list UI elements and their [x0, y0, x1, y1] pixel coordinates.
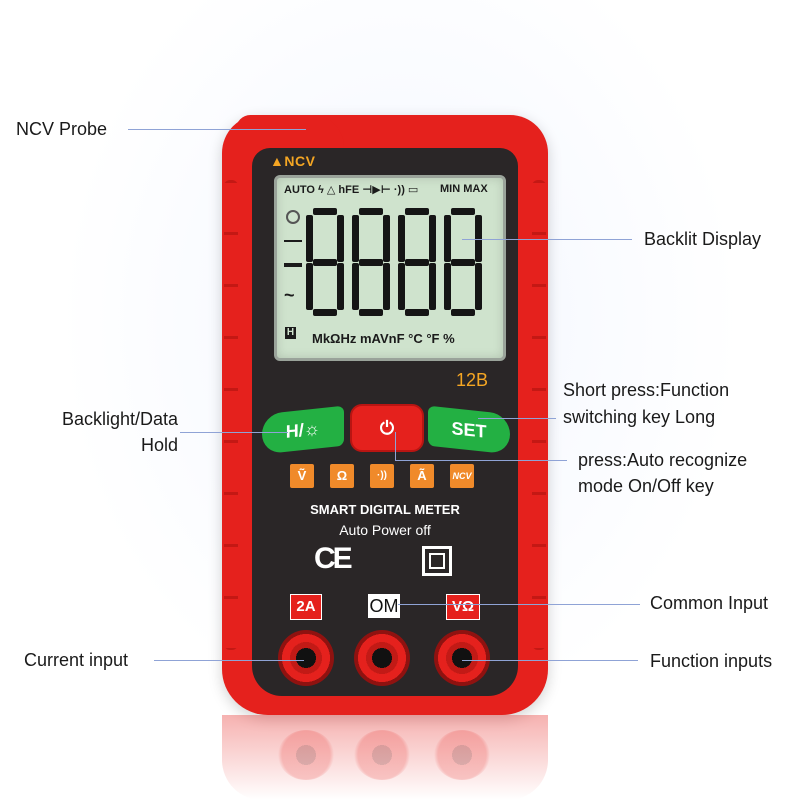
- callout-backlit-display: Backlit Display: [644, 229, 762, 249]
- callout-press-auto-line2: mode On/Off key: [578, 476, 714, 496]
- callout-backlight-line2: Hold: [140, 435, 178, 455]
- jack-label-com: OM: [368, 594, 400, 618]
- housing-grip-left: [224, 180, 238, 650]
- jack-label-vohm: VΩ: [446, 594, 480, 620]
- lcd-unit-indicators: MkΩHz mAVnF °C °F %: [312, 331, 455, 346]
- callout-line-function: [462, 660, 638, 661]
- callout-function-inputs: Function inputs: [650, 651, 773, 671]
- callout-press-auto-line1: press:Auto recognize: [578, 450, 748, 470]
- lcd-digit-segment: [359, 208, 383, 215]
- callout-backlight-line1: Backlight/Data: [61, 409, 178, 429]
- lcd-ac-icon: ~: [284, 285, 295, 305]
- callout-common-input: Common Input: [650, 593, 769, 613]
- lcd-digit-segment: [429, 263, 436, 310]
- callout-line-set: [478, 418, 556, 419]
- lcd-digit-segment: [383, 263, 390, 310]
- lcd-digit-segment: [313, 309, 337, 316]
- mode-continuity-icon: ·)): [370, 464, 394, 488]
- lcd-digit-segment: [306, 215, 313, 262]
- callout-line-power-vertical: [395, 432, 396, 460]
- lcd-digit-segment: [359, 258, 383, 266]
- meter-reflection: [222, 715, 548, 800]
- lcd-digit-segment: [475, 263, 482, 310]
- mode-current-icon: Ã: [410, 464, 434, 488]
- lcd-digit-segment: [352, 263, 359, 310]
- mode-resistance-icon: Ω: [330, 464, 354, 488]
- lcd-digit-segment: [405, 208, 429, 215]
- lcd-digit-segment: [383, 215, 390, 262]
- lcd-hold-indicator: H: [285, 327, 296, 339]
- mode-voltage-icon: Ṽ: [290, 464, 314, 488]
- lcd-digit-segment: [451, 309, 475, 316]
- lcd-display: [274, 175, 506, 361]
- lcd-digit-segment: [398, 215, 405, 262]
- lcd-digit-segment: [444, 263, 451, 310]
- current-input-jack[interactable]: [278, 630, 334, 686]
- double-insulation-inner: [429, 553, 445, 569]
- callout-line-current: [154, 660, 304, 661]
- lcd-status-icons: AUTO ϟ △ hFE ⊣▶⊢ ·)) ▭: [284, 184, 419, 196]
- lcd-digit-segment: [451, 258, 475, 266]
- callout-ncv-probe: NCV Probe: [16, 119, 108, 139]
- model-number: 12B: [456, 370, 489, 390]
- lcd-digit-segment: [405, 309, 429, 316]
- lcd-digit-segment: [352, 215, 359, 262]
- lcd-digit-segment: [313, 208, 337, 215]
- ncv-label: ▲NCV: [270, 153, 316, 169]
- lcd-digit-segment: [306, 263, 313, 310]
- callout-line-backlight: [180, 432, 288, 433]
- lcd-digit-segment: [313, 258, 337, 266]
- lcd-digit-segment: [359, 309, 383, 316]
- lcd-minus-icon: [284, 263, 302, 267]
- callout-line-ncv: [128, 129, 306, 130]
- ncv-probe-tip: [236, 115, 344, 147]
- callout-short-press-line2: switching key Long: [563, 407, 716, 427]
- lcd-digit-segment: [451, 208, 475, 215]
- lcd-digit-segment: [337, 263, 344, 310]
- callout-line-power: [395, 460, 567, 461]
- power-button[interactable]: ⏻: [350, 404, 424, 452]
- lcd-minmax: MIN MAX: [440, 183, 488, 195]
- callout-line-common: [398, 604, 640, 605]
- brand-title: SMART DIGITAL METER: [310, 502, 460, 517]
- auto-power-off-label: Auto Power off: [339, 522, 431, 538]
- reflection-jack: [278, 730, 334, 780]
- callout-line-display: [462, 239, 632, 240]
- lcd-digit-segment: [429, 215, 436, 262]
- mode-ncv-icon: NCV: [450, 464, 474, 488]
- lcd-digit-segment: [398, 263, 405, 310]
- callout-short-press-line1: Short press:Function: [563, 380, 730, 400]
- jack-label-2a: 2A: [290, 594, 322, 620]
- function-input-jack[interactable]: [434, 630, 490, 686]
- common-input-jack[interactable]: [354, 630, 410, 686]
- lcd-digit-segment: [444, 215, 451, 262]
- lcd-dc-icon: [284, 240, 302, 242]
- ce-mark: CE: [314, 542, 353, 575]
- lcd-timer-icon: [286, 210, 300, 224]
- callout-current-input: Current input: [24, 650, 129, 670]
- housing-grip-right: [532, 180, 546, 650]
- reflection-jack: [434, 730, 490, 780]
- lcd-digit-segment: [337, 215, 344, 262]
- double-insulation-icon: [422, 546, 452, 576]
- lcd-digit-segment: [475, 215, 482, 262]
- lcd-digit-segment: [405, 258, 429, 266]
- reflection-jack: [354, 730, 410, 780]
